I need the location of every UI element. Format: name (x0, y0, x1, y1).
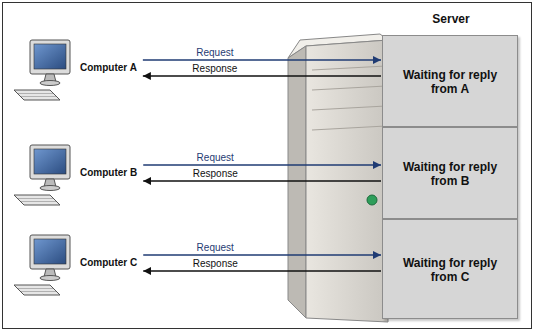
request-arrow (143, 164, 381, 165)
box-text: Waiting for reply from C (393, 254, 507, 284)
frame (3, 3, 532, 329)
process-box: Waiting for reply from A (382, 35, 518, 127)
server-panel: ServerWaiting for reply from A Waiting fo… (382, 10, 520, 320)
process-box: Waiting for reply from B (382, 127, 518, 219)
computer-label: Computer A (80, 62, 137, 74)
computer-icon (14, 145, 70, 205)
computer-node: Computer B (78, 166, 139, 180)
request-arrow (143, 59, 381, 60)
response-arrow (143, 270, 381, 271)
edge-label: Request (195, 152, 236, 163)
box-text: Waiting for reply from A (393, 66, 507, 96)
edge-label: Response (190, 63, 239, 74)
server-tower (288, 34, 388, 322)
response-arrow (143, 180, 381, 181)
box-text: Waiting for reply from B (393, 158, 507, 188)
request-arrow (143, 254, 381, 255)
edge-label: Response (191, 258, 240, 269)
edge-label: Response (191, 168, 240, 179)
computer-label: Computer B (80, 167, 137, 179)
computer-node: Computer A (78, 61, 139, 75)
edge-label: Request (194, 47, 235, 58)
computer-icon (14, 235, 70, 295)
computer-icon (14, 40, 70, 100)
computer-node: Computer C (78, 256, 139, 270)
process-box: Waiting for reply from C (382, 219, 518, 319)
computer-label: Computer C (80, 257, 137, 269)
response-arrow (143, 75, 381, 76)
edge-label: Request (195, 242, 236, 253)
panel-heading: Server (382, 10, 520, 26)
